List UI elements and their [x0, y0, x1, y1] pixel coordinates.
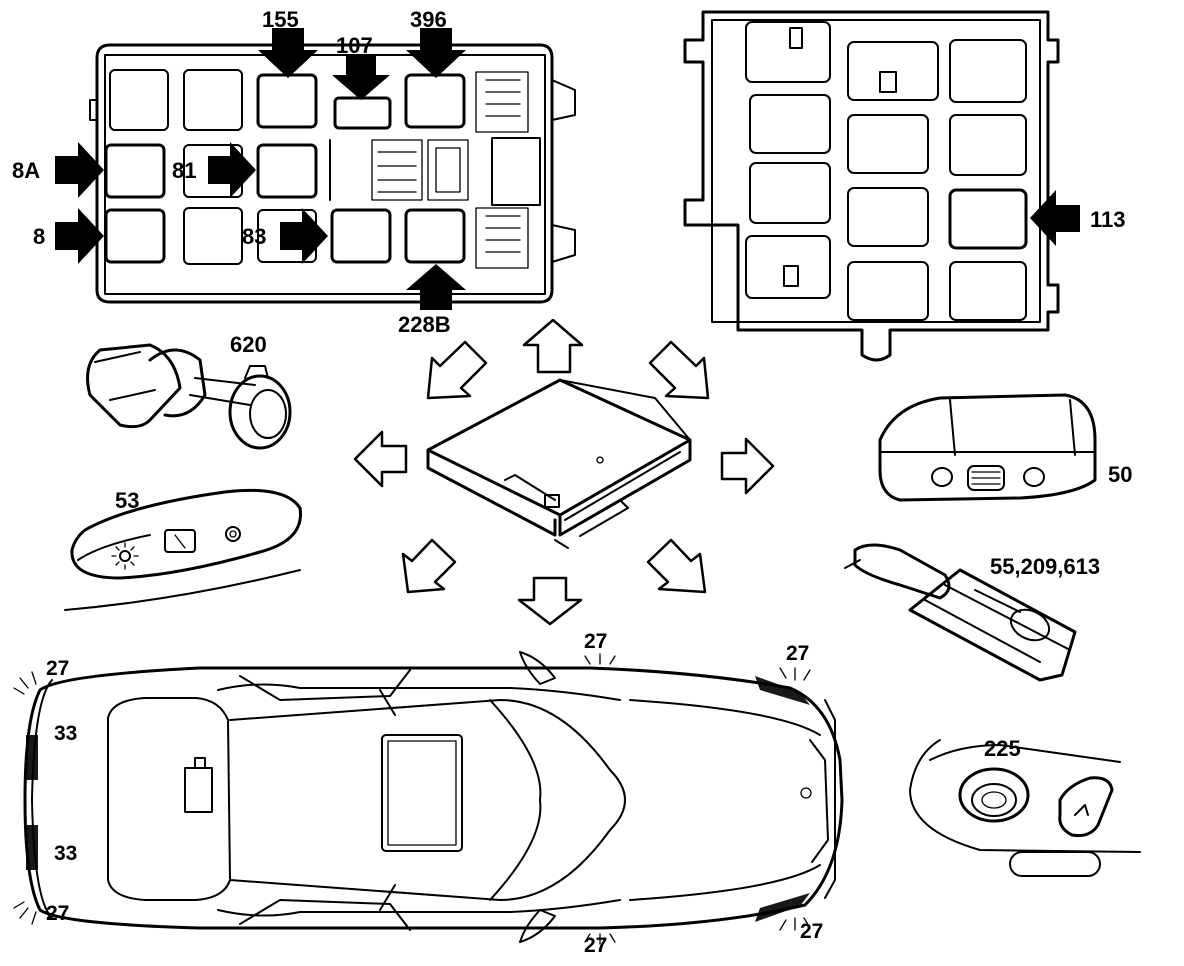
label-8A: 8A	[12, 158, 40, 183]
arrow-up	[522, 318, 584, 374]
relay-8A	[104, 143, 166, 199]
direction-arrows	[353, 318, 775, 626]
bulb-holder-620	[86, 343, 292, 450]
arrow-up-left	[426, 340, 488, 400]
lamp-unit-55-209-613	[844, 543, 1077, 682]
label-81: 81	[172, 158, 196, 183]
label-53: 53	[115, 488, 139, 513]
switch-panel-53	[64, 488, 302, 611]
label-113: 113	[1090, 207, 1126, 232]
label-228B: 228B	[398, 312, 451, 337]
label-620: 620	[230, 332, 267, 357]
arrow-228B	[406, 264, 466, 310]
switch-225	[909, 739, 1141, 877]
relay-107	[333, 96, 392, 130]
relay-8	[104, 208, 166, 264]
arrow-down	[517, 576, 583, 626]
arrow-down-right	[646, 538, 707, 594]
label-50: 50	[1108, 462, 1132, 487]
label-107: 107	[336, 33, 373, 58]
label-155: 155	[262, 7, 299, 32]
courtesy-light-50	[878, 393, 1097, 502]
label-83: 83	[242, 224, 266, 249]
arrow-8	[55, 208, 104, 264]
car-top-view	[13, 651, 844, 945]
relay-155	[256, 73, 318, 129]
arrow-107	[332, 55, 390, 100]
label-27-mirror-bottom: 27	[584, 934, 607, 957]
arrow-8A	[55, 142, 104, 198]
label-27-rear-right: 27	[46, 902, 69, 925]
label-27-rear-left: 27	[46, 657, 69, 680]
arrow-83	[280, 208, 328, 264]
relay-83	[330, 208, 392, 264]
label-55-209-613: 55,209,613	[990, 554, 1100, 579]
arrow-81	[208, 142, 256, 198]
arrow-left	[353, 430, 408, 488]
label-33-lower: 33	[54, 842, 77, 865]
label-225: 225	[984, 736, 1021, 761]
label-396: 396	[410, 7, 447, 32]
relay-box-right	[683, 10, 1080, 362]
label-27-front-top: 27	[786, 642, 809, 665]
relay-396	[404, 73, 466, 129]
arrow-113	[1030, 190, 1080, 246]
relay-box-left	[55, 28, 576, 310]
arrow-155	[258, 28, 318, 78]
arrow-up-right	[648, 340, 710, 400]
label-33-upper: 33	[54, 722, 77, 745]
label-27-mirror-top: 27	[584, 630, 607, 653]
arrow-right	[720, 437, 775, 495]
relay-228B	[404, 208, 466, 264]
labels: 155 107 396 8A 81 8 83 228B 113 620 53 5…	[12, 7, 1132, 957]
control-module	[426, 378, 692, 549]
arrow-396	[406, 28, 466, 78]
relay-81	[256, 143, 318, 199]
label-8: 8	[33, 224, 45, 249]
arrow-down-left	[401, 538, 457, 594]
relay-113	[948, 188, 1028, 250]
label-27-front-bottom: 27	[800, 920, 823, 943]
